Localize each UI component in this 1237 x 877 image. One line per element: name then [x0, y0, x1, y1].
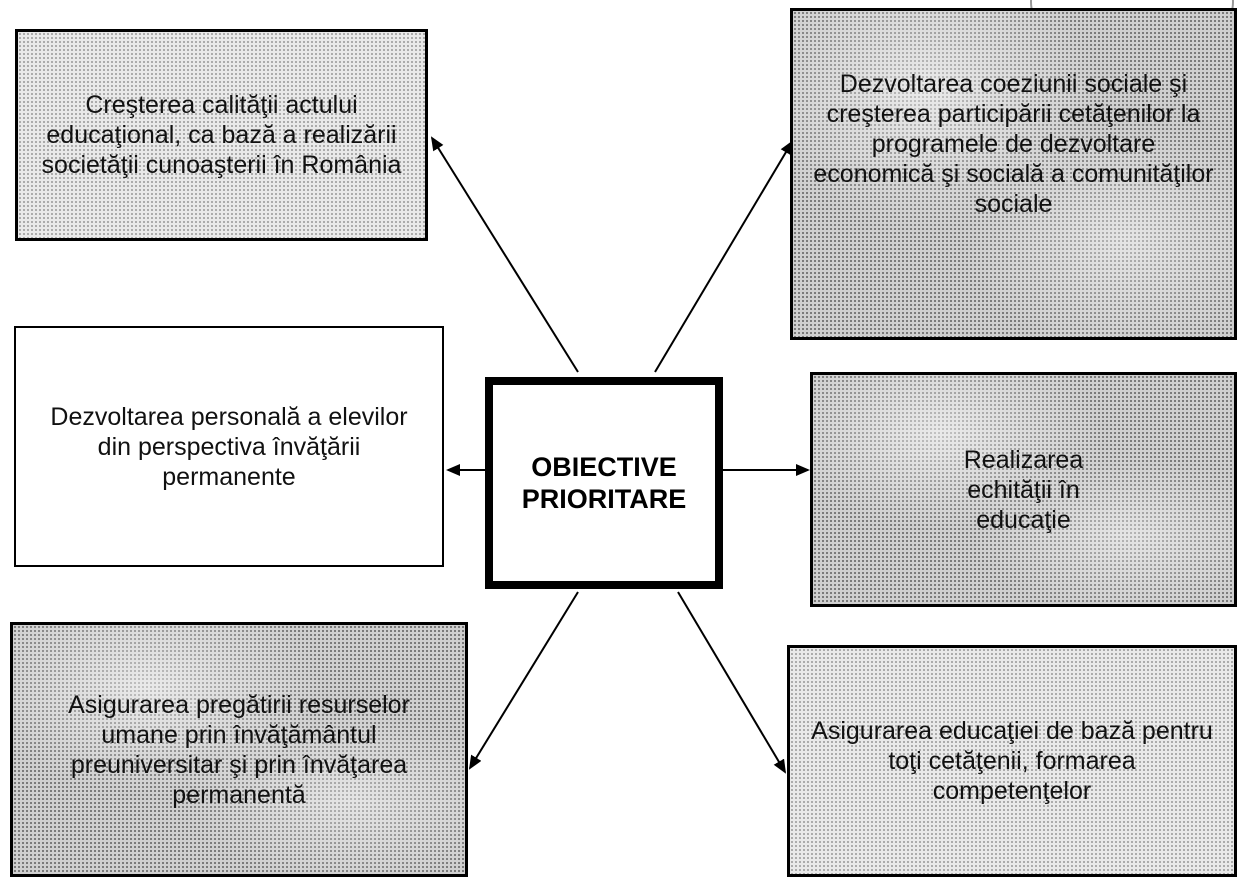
objective-box-middle-right: Realizarea echităţii în educaţie — [810, 372, 1237, 607]
objective-text-bottom-left: Asigurarea pregătirii resurselor umane p… — [68, 690, 410, 809]
objective-box-top-left: Creşterea calităţii actului educaţional,… — [15, 29, 428, 241]
objective-box-top-right: Dezvoltarea coeziunii sociale şi creşter… — [790, 8, 1237, 340]
objective-text-bottom-right: Asigurarea educaţiei de bază pentru toţi… — [811, 717, 1213, 805]
objective-box-middle-left: Dezvoltarea personală a elevilor din per… — [14, 326, 444, 567]
arrow-to-bottom-right — [677, 591, 787, 774]
arrow-to-bottom-left — [468, 591, 579, 770]
arrow-to-top-left — [430, 136, 579, 373]
objective-box-bottom-left: Asigurarea pregătirii resurselor umane p… — [10, 622, 468, 877]
central-objective-label: OBIECTIVE PRIORITARE — [521, 451, 687, 514]
central-objective-box: OBIECTIVE PRIORITARE — [485, 377, 723, 589]
objective-box-bottom-right: Asigurarea educaţiei de bază pentru toţi… — [787, 645, 1237, 877]
objective-text-top-left: Creşterea calităţii actului educaţional,… — [41, 91, 402, 179]
arrow-to-top-right — [654, 140, 794, 373]
objective-text-middle-right: Realizarea echităţii în educaţie — [963, 445, 1084, 534]
objective-text-top-right: Dezvoltarea coeziunii sociale şi creşter… — [813, 70, 1214, 218]
objective-text-middle-left: Dezvoltarea personală a elevilor din per… — [50, 402, 408, 491]
